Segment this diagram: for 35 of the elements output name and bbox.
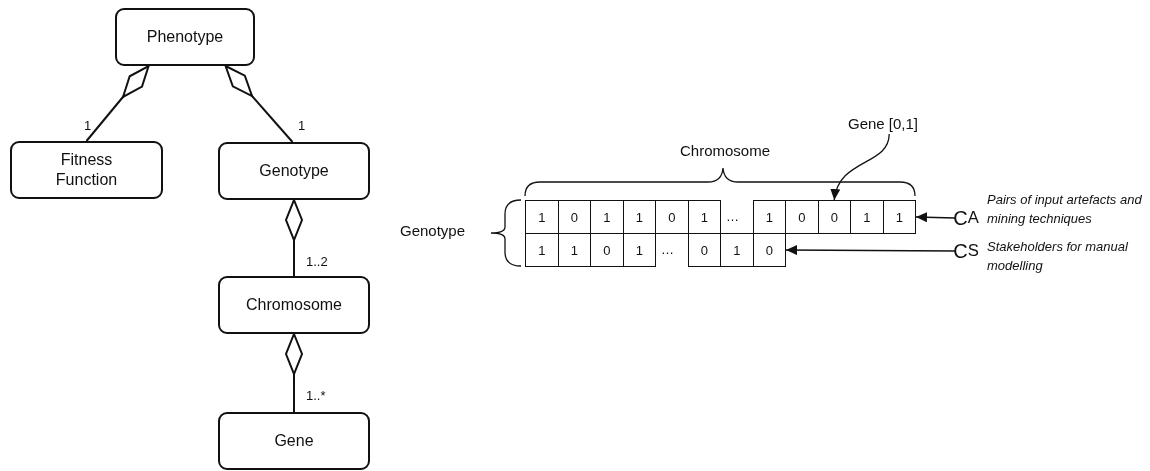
bit-cell: 1 xyxy=(525,233,559,267)
aggregation-line xyxy=(85,65,150,142)
aggregation-line xyxy=(285,333,303,413)
bit-cell: 1 xyxy=(622,233,656,267)
multiplicity-label: 1 xyxy=(298,118,306,133)
ellipsis: … xyxy=(661,242,674,257)
bit-cell: 1 xyxy=(850,200,884,234)
description-text: Stakeholders for manual modelling xyxy=(987,238,1129,275)
class-box: Gene xyxy=(218,412,370,470)
brace-label: Genotype xyxy=(400,222,466,239)
bit-cell: 1 xyxy=(720,233,754,267)
bit-cell: 1 xyxy=(752,200,786,234)
multiplicity-label: 1 xyxy=(84,118,92,133)
bit-cell: 1 xyxy=(525,200,559,234)
leader-line xyxy=(831,133,890,201)
bit-cell: 0 xyxy=(817,200,851,234)
class-box: Fitness Function xyxy=(10,141,163,199)
bit-cell: 0 xyxy=(655,200,689,234)
bit-cell: 1 xyxy=(687,200,721,234)
bit-cell: 0 xyxy=(687,233,721,267)
aggregation-line xyxy=(224,65,294,143)
arrow xyxy=(785,245,956,256)
class-box: Genotype xyxy=(218,142,370,200)
aggregation-line xyxy=(285,199,303,277)
multiplicity-label: 1..* xyxy=(306,388,326,403)
multiplicity-label: 1..2 xyxy=(306,254,328,269)
bit-cell: 0 xyxy=(752,233,786,267)
bit-cell: 0 xyxy=(785,200,819,234)
class-box: Phenotype xyxy=(115,8,255,66)
description-text: Pairs of input artefacts and mining techniques xyxy=(987,191,1143,228)
class-box: Chromosome xyxy=(218,276,370,334)
bit-cell: 1 xyxy=(882,200,916,234)
ellipsis: … xyxy=(726,209,739,224)
arrow xyxy=(915,212,956,223)
brace-label: Chromosome xyxy=(680,142,771,159)
